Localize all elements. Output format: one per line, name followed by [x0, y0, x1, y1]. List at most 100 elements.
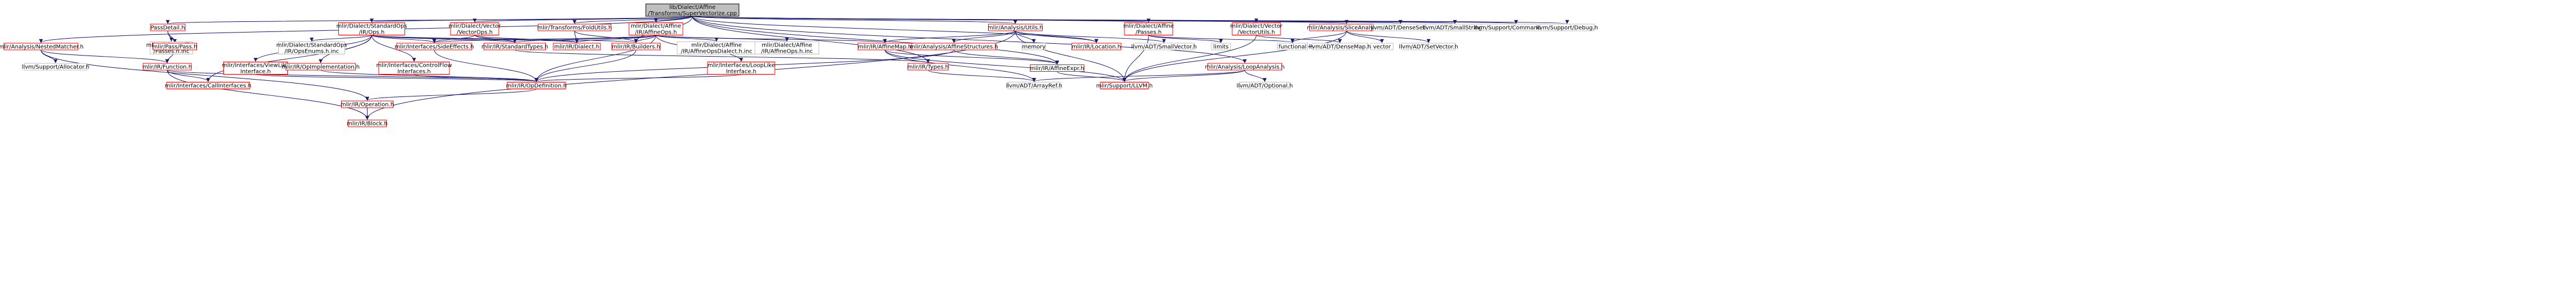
node-box — [1007, 82, 1061, 89]
node-box — [378, 62, 450, 75]
edge-loopanalysis-to-arrayref — [1032, 70, 1245, 82]
node-label: Interface.h — [726, 69, 756, 75]
node-arrayref: llvm/ADT/ArrayRef.h — [1006, 82, 1062, 89]
node-foldutils[interactable]: mlir/Transforms/FoldUtils.h — [537, 24, 612, 31]
edge-foldutils-to-builders — [574, 30, 638, 43]
node-label: mlir/Analysis/AffineStructures.h — [910, 44, 998, 50]
node-box — [538, 24, 612, 31]
node-box — [628, 22, 683, 35]
node-stdops[interactable]: mlir/Dialect/StandardOps/IR/Ops.h — [336, 22, 407, 36]
node-standardtypes[interactable]: mlir/IR/StandardTypes.h — [481, 43, 548, 50]
node-label: mlir/Pass/Pass.h — [153, 44, 198, 50]
node-affinemap[interactable]: mlir/IR/AffineMap.h — [857, 43, 912, 50]
node-analysisutils[interactable]: mlir/Analysis/Utils.h — [988, 24, 1043, 31]
node-label: llvm/Support/CommandLine.h — [1474, 25, 1558, 31]
node-label: mlir/Interfaces/LoopLike — [708, 63, 775, 69]
node-location[interactable]: mlir/IR/Location.h — [1071, 43, 1122, 50]
node-label: llvm/ADT/SmallVector.h — [1131, 44, 1197, 50]
node-label: /IR/AffineOps.h.inc — [761, 49, 812, 55]
edge-affineops-to-affinemap — [655, 35, 887, 43]
node-vectorutils[interactable]: mlir/Dialect/Vector/VectorUtils.h — [1230, 22, 1283, 36]
edge-opdefinition-to-operation — [365, 89, 537, 101]
node-box — [1370, 43, 1394, 50]
node-box — [341, 100, 393, 108]
edge-vectorutils-to-llvmh — [1122, 35, 1257, 82]
node-affinestructures[interactable]: mlir/Analysis/AffineStructures.h — [910, 43, 998, 50]
node-vectorops[interactable]: mlir/Dialect/Vector/VectorOps.h — [449, 22, 502, 36]
edge-root-to-vectorops — [473, 16, 693, 23]
node-label: llvm/ADT/DenseMap.h — [1309, 44, 1371, 50]
node-opimpl[interactable]: mlir/IR/OpImplementation.h — [282, 63, 360, 71]
node-label: llvm/Support/Allocator.h — [22, 64, 89, 71]
node-dialect[interactable]: mlir/IR/Dialect.h — [553, 43, 601, 50]
node-optional: llvm/ADT/Optional.h — [1237, 82, 1293, 89]
node-label: mlir/Interfaces/ControlFlow — [376, 63, 452, 69]
node-debug: llvm/Support/Debug.h — [1536, 24, 1598, 31]
node-box — [338, 22, 405, 35]
node-types[interactable]: mlir/IR/Types.h — [907, 63, 949, 71]
edge-affinemap-to-llvmh — [884, 49, 1127, 82]
edge-analysisutils-to-smallvector — [1015, 30, 1166, 43]
node-irfunction[interactable]: mlir/IR/Function.h — [143, 63, 192, 71]
edge-root-to-stdops — [370, 16, 693, 23]
node-callinterfaces[interactable]: mlir/Interfaces/CallInterfaces.h — [165, 82, 251, 90]
node-box — [150, 24, 186, 31]
node-densemap: llvm/ADT/DenseMap.h — [1309, 43, 1371, 50]
node-loopanalysis[interactable]: mlir/Analysis/LoopAnalysis.h — [1205, 63, 1285, 71]
node-label: functional — [1279, 44, 1307, 50]
node-llvmh[interactable]: mlir/Support/LLVM.h — [1096, 82, 1153, 90]
node-label: mlir/Dialect/Affine — [1123, 24, 1174, 30]
node-block[interactable]: mlir/IR/Block.h — [347, 119, 388, 127]
node-label: mlir/IR/Location.h — [1072, 44, 1121, 50]
node-builders[interactable]: mlir/IR/Builders.h — [612, 43, 660, 50]
node-label: mlir/IR/OpImplementation.h — [282, 64, 360, 71]
node-label: /IR/Ops.h — [359, 30, 385, 36]
edge-affineops-to-affineopsdialectinc — [655, 35, 719, 42]
node-box — [286, 63, 356, 71]
edge-loopanalysis-to-optional — [1245, 70, 1267, 82]
node-label: mlir/Transforms/FoldUtils.h — [537, 25, 612, 31]
node-label: mlir/Dialect/Vector — [1230, 24, 1283, 30]
node-affineops[interactable]: mlir/Dialect/Affine/IR/AffineOps.h — [628, 22, 683, 36]
node-sideeffects[interactable]: mlir/Interfaces/SideEffects.h — [394, 43, 474, 50]
node-box — [553, 43, 601, 50]
edge-analysisutils-to-location — [1015, 30, 1099, 43]
node-label: /VectorUtils.h — [1238, 30, 1275, 36]
node-opdefinition[interactable]: mlir/IR/OpDefinition.h — [506, 82, 567, 90]
edge-sideeffects-to-opdefinition — [434, 49, 539, 82]
edge-affinepasses-to-functional — [1148, 35, 1294, 43]
node-label: PassDetail.h — [150, 25, 185, 31]
node-root: lib/Dialect/Affine/Transforms/SuperVecto… — [645, 3, 740, 17]
edge-affineops-to-dialect — [575, 35, 656, 43]
node-passdetail[interactable]: PassDetail.h — [150, 24, 186, 31]
node-passpass[interactable]: mlir/Pass/Pass.h — [153, 43, 198, 50]
node-nestedmatcher[interactable]: mlir/Analysis/NestedMatcher.h — [0, 43, 84, 50]
node-label: mlir/Dialect/Vector — [449, 24, 502, 30]
edge-affinestructures-to-affineexpr — [953, 49, 1059, 65]
edge-root-to-analysisutils — [692, 16, 1017, 24]
node-label: /Passes.h.inc — [153, 49, 189, 55]
node-affinepasses[interactable]: mlir/Dialect/Affine/Passes.h — [1123, 22, 1174, 36]
edge-root-to-passdetail — [166, 16, 693, 24]
node-label: llvm/ADT/DenseSet.h — [1371, 25, 1430, 31]
node-limits: limits — [1211, 43, 1231, 50]
node-box — [612, 43, 660, 50]
edge-stdops-to-builders — [371, 35, 638, 43]
edge-sliceanalysis-to-vector — [1346, 30, 1384, 43]
node-label: mlir/IR/AffineExpr.h — [1030, 66, 1084, 72]
node-box — [1401, 43, 1456, 50]
edge-stdops-to-sideeffects — [371, 35, 437, 43]
edge-passdetail-to-affinepassesinc — [167, 30, 173, 42]
node-label: mlir/Analysis/NestedMatcher.h — [0, 44, 84, 50]
node-box — [1100, 82, 1149, 89]
node-box — [153, 43, 197, 50]
edge-loopanalysis-to-llvmh — [1122, 70, 1245, 82]
node-operation[interactable]: mlir/IR/Operation.h — [341, 100, 394, 108]
node-allocator: llvm/Support/Allocator.h — [22, 63, 89, 71]
node-affineexpr[interactable]: mlir/IR/AffineExpr.h — [1030, 64, 1085, 72]
edge-affinepasses-to-limits — [1148, 35, 1223, 43]
node-label: /VectorOps.h — [457, 30, 493, 36]
